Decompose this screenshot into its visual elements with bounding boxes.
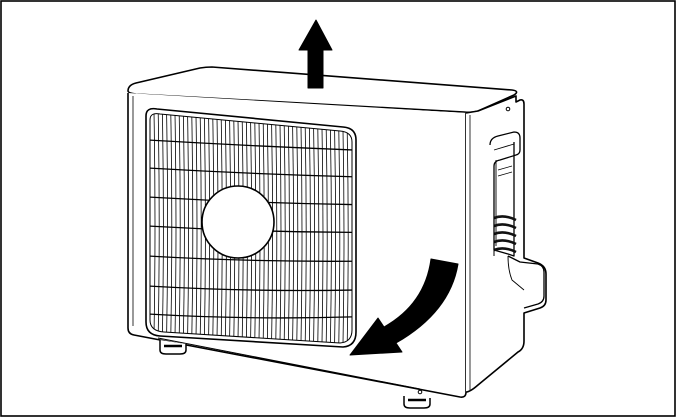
unit-side-face	[465, 95, 547, 393]
grille-slat	[275, 123, 278, 342]
grille-slat	[317, 127, 320, 343]
grille-slat	[288, 125, 290, 342]
grille-slat	[279, 124, 282, 342]
ac-outdoor-unit	[127, 66, 547, 409]
grille-slat	[313, 127, 315, 343]
side-service-cover	[489, 131, 545, 309]
grille-band	[150, 285, 352, 292]
grille-band	[150, 313, 352, 319]
grille-slat	[346, 130, 349, 343]
grille-slat	[321, 128, 324, 343]
grille-slat	[199, 116, 202, 339]
grille-band	[150, 167, 352, 178]
grille-slat	[296, 125, 299, 342]
unit-foot-left	[159, 340, 187, 355]
curved-arrow-down-left-icon	[349, 258, 459, 356]
grille-band	[150, 255, 352, 262]
unit-foot-right	[403, 389, 431, 409]
grille-slat	[195, 116, 198, 338]
grille-slat	[325, 128, 328, 343]
fan-hub-icon	[201, 185, 275, 259]
grille-slat	[300, 126, 303, 343]
grille-slat	[292, 125, 294, 342]
grille-slat	[304, 126, 307, 343]
grille-band	[150, 139, 352, 151]
grille-slat	[309, 127, 311, 343]
grille-slat	[283, 124, 286, 342]
arrow-up-icon	[298, 19, 333, 89]
